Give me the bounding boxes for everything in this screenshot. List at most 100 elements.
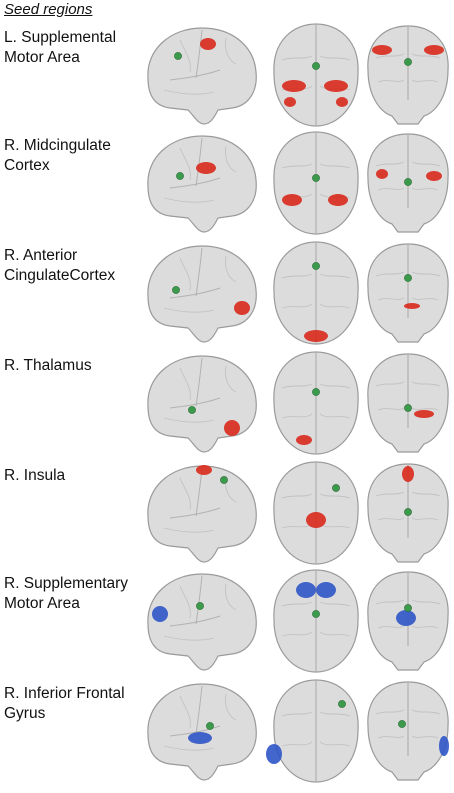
seed-marker [176, 172, 184, 180]
seed-marker [404, 274, 412, 282]
seed-region-label-line: R. Anterior [4, 247, 78, 264]
brain-views [140, 128, 454, 238]
seed-marker [206, 722, 214, 730]
seed-region-label-line: R. Midcingulate [4, 137, 111, 154]
seed-marker [332, 484, 340, 492]
seed-region-label-line: R. Inferior Frontal [4, 685, 125, 702]
connectivity-blob [372, 45, 392, 55]
connectivity-blob [396, 610, 416, 626]
connectivity-blob [324, 80, 348, 92]
seed-marker [398, 720, 406, 728]
dorsal-view [273, 131, 359, 235]
seed-marker [404, 604, 412, 612]
connectivity-blob [152, 606, 168, 622]
seed-region-label-line: Motor Area [4, 49, 80, 66]
lateral-view [147, 683, 257, 781]
dorsal-view [273, 23, 359, 127]
connectivity-blob [296, 435, 312, 445]
frontal-view [367, 25, 449, 125]
connectivity-blob [424, 45, 444, 55]
lateral-view [147, 465, 257, 563]
seed-marker [312, 610, 320, 618]
brain-views-svg [147, 241, 449, 345]
dorsal-view [273, 461, 359, 565]
seed-region-label: R. Thalamus [4, 356, 154, 376]
seed-region-label-line: R. Supplementary [4, 575, 129, 592]
lateral-view [147, 135, 257, 233]
seed-region-label-line: Motor Area [4, 595, 80, 612]
lateral-view [147, 355, 257, 453]
seed-region-row: R. Thalamus [0, 348, 454, 458]
brain-views-svg [147, 461, 449, 565]
seed-marker [312, 174, 320, 182]
lateral-brain-outline [147, 245, 257, 343]
seed-region-label-line: R. Thalamus [4, 357, 92, 374]
seed-region-label-line: Cortex [4, 157, 50, 174]
seed-marker [174, 52, 182, 60]
connectivity-blob [234, 301, 250, 315]
connectivity-blob [282, 194, 302, 206]
brain-views-svg [147, 679, 449, 783]
connectivity-blob [328, 194, 348, 206]
connectivity-blob [296, 582, 316, 598]
seed-marker [312, 388, 320, 396]
lateral-brain-outline [147, 355, 257, 453]
brain-views-svg [147, 23, 449, 127]
seed-marker [404, 404, 412, 412]
dorsal-view [266, 679, 359, 783]
connectivity-blob [224, 420, 240, 436]
frontal-view [367, 571, 449, 671]
seed-marker [312, 62, 320, 70]
connectivity-blob [304, 330, 328, 342]
brain-views-svg [147, 131, 449, 235]
frontal-view [367, 243, 449, 343]
lateral-brain-outline [147, 465, 257, 563]
seed-marker [404, 58, 412, 66]
connectivity-blob [376, 169, 388, 179]
connectivity-blob [306, 512, 326, 528]
connectivity-blob [439, 736, 449, 756]
connectivity-blob [282, 80, 306, 92]
brain-views [140, 566, 454, 676]
connectivity-blob [196, 465, 212, 475]
seed-marker [312, 262, 320, 270]
seed-marker [404, 508, 412, 516]
brain-views-svg [147, 351, 449, 455]
lateral-brain-outline [147, 573, 257, 671]
seed-region-label-line: R. Insula [4, 467, 66, 484]
dorsal-view [273, 351, 359, 455]
seed-marker [404, 178, 412, 186]
seed-regions-heading: Seed regions [4, 1, 93, 18]
lateral-brain-outline [147, 27, 257, 125]
lateral-view [147, 27, 257, 125]
brain-views [140, 238, 454, 348]
frontal-view [367, 133, 449, 233]
lateral-brain-outline [147, 135, 257, 233]
seed-marker [196, 602, 204, 610]
seed-marker [172, 286, 180, 294]
lateral-brain-outline [147, 683, 257, 781]
connectivity-blob [200, 38, 216, 50]
frontal-view [367, 463, 449, 563]
brain-views [140, 676, 454, 786]
connectivity-blob [404, 303, 420, 309]
connectivity-blob [316, 582, 336, 598]
dorsal-view [273, 569, 359, 673]
seed-region-row: R. Insula [0, 458, 454, 568]
brain-views [140, 348, 454, 458]
brain-views-svg [147, 569, 449, 673]
seed-region-label-line: L. Supplemental [4, 29, 117, 46]
seed-region-label-line: Gyrus [4, 705, 46, 722]
frontal-view [367, 353, 449, 453]
connectivity-blob [426, 171, 442, 181]
